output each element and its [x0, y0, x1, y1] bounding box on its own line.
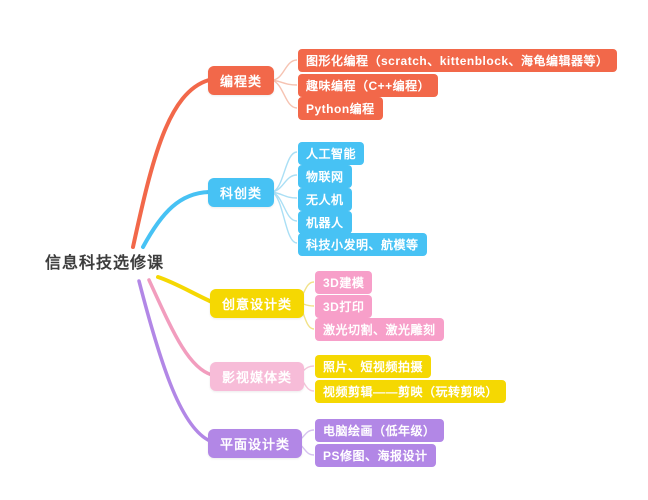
- branch-node-programming[interactable]: 编程类: [208, 66, 275, 95]
- child-node-laser-cutting[interactable]: 激光切割、激光雕刻: [315, 318, 444, 341]
- root-node[interactable]: 信息科技选修课: [45, 255, 165, 272]
- child-node-graphical-programming[interactable]: 图形化编程（scratch、kittenblock、海龟编辑器等）: [298, 49, 617, 72]
- child-node-fun-programming[interactable]: 趣味编程（C++编程）: [298, 74, 439, 97]
- branch-node-graphic-design[interactable]: 平面设计类: [208, 429, 303, 458]
- trunk-creative: [156, 275, 214, 304]
- link-programming-1: [271, 59, 298, 81]
- trunk-programming: [131, 78, 211, 249]
- branch-node-film-media[interactable]: 影视媒体类: [210, 362, 305, 391]
- child-node-computer-drawing[interactable]: 电脑绘画（低年级）: [315, 419, 444, 442]
- link-programming-3: [271, 79, 298, 109]
- child-node-python[interactable]: Python编程: [298, 97, 383, 120]
- child-node-robot[interactable]: 机器人: [298, 211, 352, 234]
- child-node-invention-model[interactable]: 科技小发明、航模等: [298, 233, 427, 256]
- link-scitech-5: [271, 191, 298, 244]
- child-node-ai[interactable]: 人工智能: [298, 142, 365, 165]
- branch-node-creative-design[interactable]: 创意设计类: [210, 289, 305, 318]
- child-node-video-editing[interactable]: 视频剪辑——剪映（玩转剪映）: [315, 380, 507, 403]
- child-node-ps-poster[interactable]: PS修图、海报设计: [315, 444, 436, 467]
- branch-node-scitech[interactable]: 科创类: [208, 178, 275, 207]
- link-scitech-2: [271, 174, 298, 193]
- trunk-graphic: [137, 279, 212, 443]
- child-node-3d-modeling[interactable]: 3D建模: [315, 271, 373, 294]
- child-node-drone[interactable]: 无人机: [298, 188, 352, 211]
- trunk-scitech: [141, 190, 211, 249]
- trunk-media: [147, 278, 214, 377]
- child-node-3d-printing[interactable]: 3D打印: [315, 295, 373, 318]
- child-node-iot[interactable]: 物联网: [298, 165, 352, 188]
- child-node-photo-video[interactable]: 照片、短视频拍摄: [315, 355, 432, 378]
- link-scitech-1: [271, 151, 298, 193]
